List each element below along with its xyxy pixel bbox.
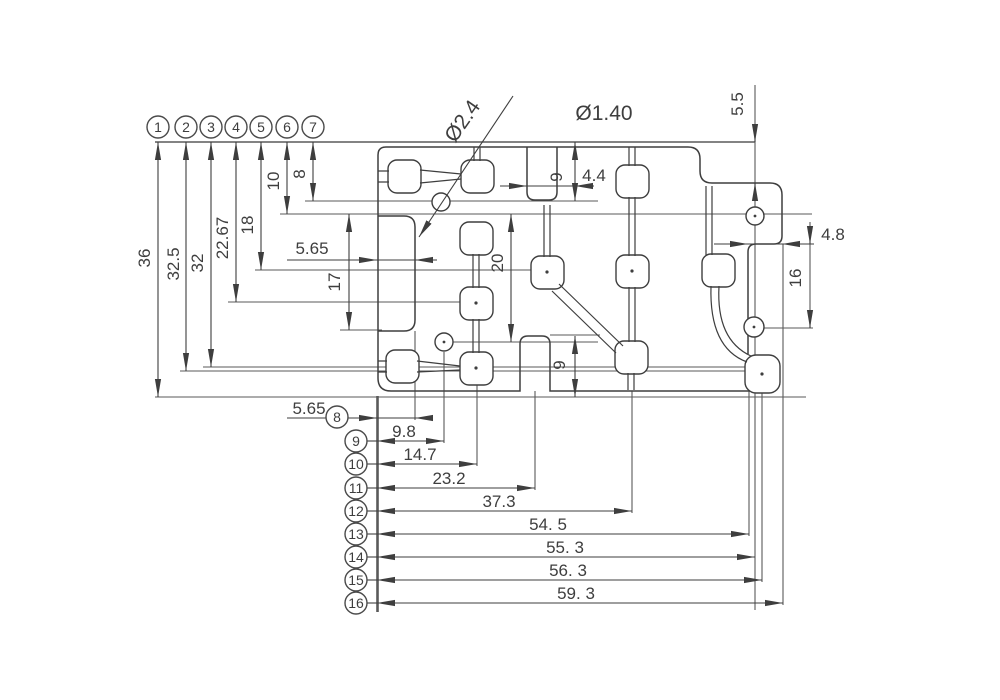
callout-16: 16 — [348, 595, 364, 611]
dim-20-label: 20 — [488, 254, 507, 273]
taper-bar-bottom — [416, 360, 461, 373]
dim-18-label: 18 — [238, 216, 257, 235]
dim-10-label: 10 — [264, 172, 283, 191]
dim-labels: 36 32.5 32 22.67 18 10 8 5.65 17 20 9 4.… — [135, 92, 845, 603]
dim-9-bottom-label: 9 — [550, 360, 569, 369]
pad-top-mid — [460, 159, 495, 194]
callout-3: 3 — [207, 119, 215, 135]
callout-11: 11 — [349, 480, 364, 496]
dim-5-65-bottom-label: 5.65 — [292, 399, 325, 418]
callout-2: 2 — [182, 119, 190, 135]
curved-bar — [710, 285, 752, 363]
dim-36-label: 36 — [135, 249, 154, 268]
hole-top — [431, 192, 451, 212]
dim-lines-interior — [287, 95, 814, 397]
dia-leader — [418, 95, 514, 238]
pad-right — [701, 253, 736, 288]
callout-14: 14 — [348, 549, 364, 565]
dim-4-4-label: 4.4 — [582, 166, 606, 185]
dim-37-3-label: 37.3 — [482, 492, 515, 511]
diagonal-bar — [551, 283, 624, 354]
pad-low-right — [614, 340, 649, 375]
dim-59-3-label: 59. 3 — [557, 584, 595, 603]
callout-15: 15 — [348, 572, 364, 588]
dim-4-8-label: 4.8 — [821, 225, 845, 244]
callout-10: 10 — [348, 456, 364, 472]
hole-center-dots — [442, 214, 757, 344]
pad-mid-a — [459, 221, 494, 256]
pad-top-left — [387, 159, 422, 194]
dia-2-4-label: Ø2.4 — [440, 96, 485, 147]
callout-12: 12 — [348, 503, 364, 519]
callout-numbers: 1 2 3 4 5 6 7 8 9 10 11 12 13 14 15 16 — [154, 119, 364, 611]
dim-16-label: 16 — [786, 269, 805, 288]
dim-9-top-label: 9 — [547, 172, 566, 181]
dia-1-40-label: Ø1.40 — [575, 102, 632, 125]
dim-23-2-label: 23.2 — [432, 469, 465, 488]
dim-32-label: 32 — [188, 254, 207, 273]
lead-stems — [378, 147, 752, 390]
dim-9-8-label: 9.8 — [392, 422, 416, 441]
callout-5: 5 — [257, 119, 265, 135]
taper-bar-top — [419, 169, 462, 184]
dim-8-label: 8 — [290, 169, 309, 178]
dim-5-5-label: 5.5 — [728, 92, 747, 116]
callouts — [146, 115, 368, 615]
dim-5-65-top-label: 5.65 — [295, 239, 328, 258]
callout-6: 6 — [283, 119, 291, 135]
dim-lines-bottom — [287, 414, 783, 607]
dim-54-5-label: 54. 5 — [529, 515, 567, 534]
top-slot — [526, 147, 558, 201]
callout-7: 7 — [309, 119, 317, 135]
callout-4: 4 — [232, 119, 240, 135]
pad-bottom-left — [385, 349, 420, 384]
callout-9: 9 — [352, 433, 360, 449]
callout-13: 13 — [348, 526, 364, 542]
dim-22-67-label: 22.67 — [213, 217, 232, 260]
dim-55-3-label: 55. 3 — [546, 538, 584, 557]
callout-1: 1 — [154, 119, 162, 135]
dim-17-label: 17 — [325, 273, 344, 292]
pad-center-dots — [474, 269, 764, 376]
dim-lines-left — [154, 142, 317, 397]
callout-8: 8 — [333, 409, 341, 425]
pad-top-right — [615, 164, 650, 199]
dim-56-3-label: 56. 3 — [549, 561, 587, 580]
dim-32-5-label: 32.5 — [164, 247, 183, 280]
dim-14-7-label: 14.7 — [403, 445, 436, 464]
left-tab — [378, 215, 416, 332]
